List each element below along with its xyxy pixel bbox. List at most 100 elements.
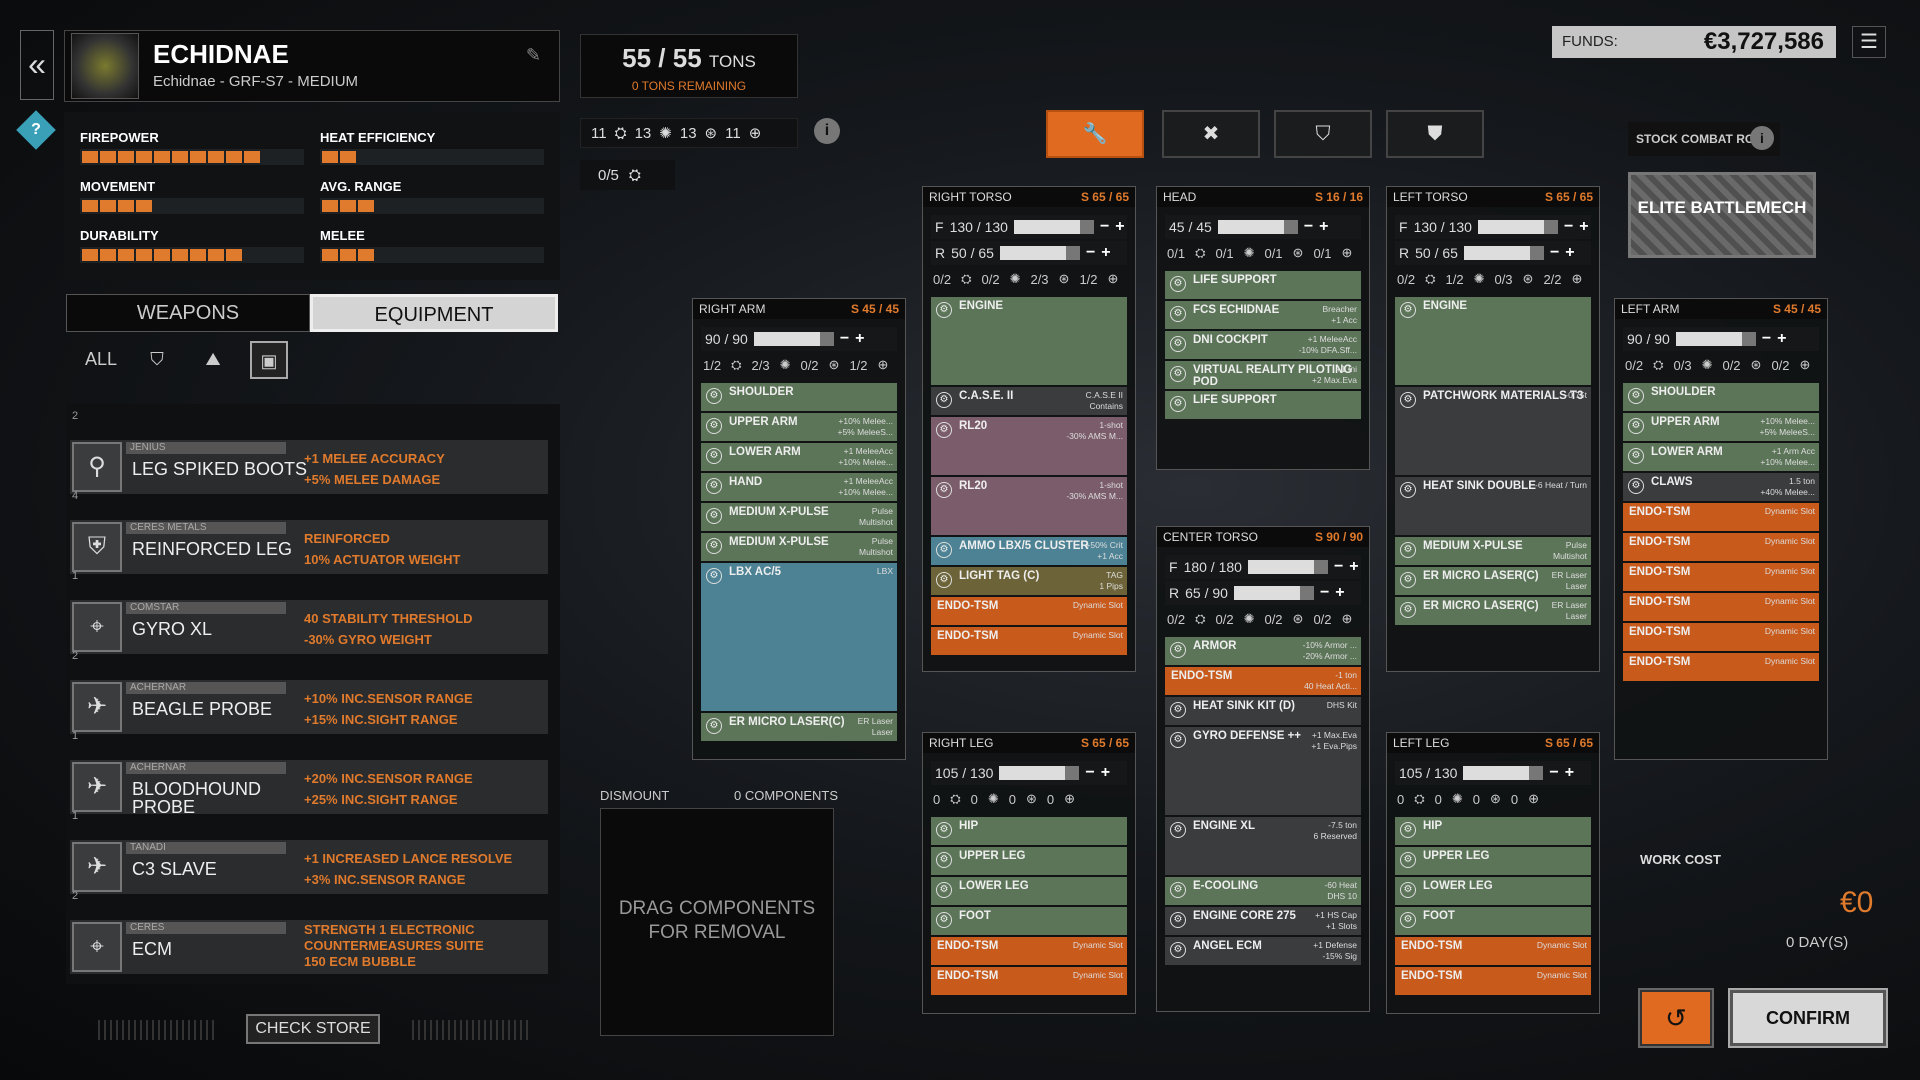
minus-button[interactable]: −: [1563, 218, 1574, 235]
component-slot[interactable]: ⚙HIP: [1395, 817, 1591, 845]
filter-mod-icon[interactable]: ⛰: [205, 349, 221, 369]
minus-button[interactable]: −: [1085, 764, 1095, 781]
tab-equipment[interactable]: EQUIPMENT: [310, 294, 558, 332]
component-slot[interactable]: ⚙ENGINE XL-7.5 ton 6 Reserved: [1165, 817, 1361, 875]
component-slot[interactable]: ⚙PATCHWORK MATERIALS T3-0.75t: [1395, 387, 1591, 475]
confirm-button[interactable]: CONFIRM: [1728, 988, 1888, 1048]
role-info-icon[interactable]: i: [1750, 126, 1774, 150]
plus-button[interactable]: +: [1115, 218, 1125, 235]
component-slot[interactable]: ⚙UPPER ARM+10% Melee... +5% MeleeS...: [701, 413, 897, 441]
plus-button[interactable]: +: [1100, 764, 1111, 781]
plus-button[interactable]: +: [1349, 558, 1359, 575]
component-slot[interactable]: ⚙LIFE SUPPORT: [1165, 271, 1361, 299]
tool-armor-x-button[interactable]: ⛉: [1274, 110, 1372, 158]
component-slot[interactable]: ENDO-TSM-1 ton 40 Heat Acti...: [1165, 667, 1361, 695]
component-slot[interactable]: ⚙FOOT: [931, 907, 1127, 935]
component-slot[interactable]: ⚙DNI COCKPIT+1 MeleeAcc -10% DFA.Sff...: [1165, 331, 1361, 359]
tool-strip-button[interactable]: ✖: [1162, 110, 1260, 158]
component-slot[interactable]: ⚙AMMO LBX/5 CLUSTER+50% Crit +1 Acc: [931, 537, 1127, 565]
component-slot[interactable]: ⚙ENGINE: [931, 297, 1127, 385]
component-slot[interactable]: ⚙ENGINE: [1395, 297, 1591, 385]
component-slot[interactable]: ⚙UPPER LEG: [931, 847, 1127, 875]
minus-button[interactable]: −: [1099, 218, 1110, 235]
minus-button[interactable]: −: [839, 330, 850, 347]
back-button[interactable]: «: [20, 30, 54, 100]
component-slot[interactable]: ⚙SHOULDER: [701, 383, 897, 411]
component-slot[interactable]: ⚙HEAT SINK DOUBLE-6 Heat / Turn: [1395, 477, 1591, 535]
info-icon[interactable]: i: [814, 118, 840, 144]
component-slot[interactable]: ⚙LOWER ARM+1 MeleeAcc +10% Melee...: [701, 443, 897, 471]
component-slot[interactable]: ⚙LOWER ARM+1 Arm Acc +10% Melee...: [1623, 443, 1819, 471]
component-slot[interactable]: ⚙GYRO DEFENSE +++1 Max.Eva +1 Eva.Pips: [1165, 727, 1361, 815]
component-slot[interactable]: ⚙ER MICRO LASER(C)ER Laser Laser: [1395, 597, 1591, 625]
plus-button[interactable]: +: [1564, 764, 1575, 781]
component-slot[interactable]: ⚙E-COOLING-60 Heat DHS 10: [1165, 877, 1361, 905]
plus-button[interactable]: +: [1335, 584, 1345, 601]
component-slot[interactable]: ⚙VIRTUAL REALITY PILOTING POD+1 Ini +2 M…: [1165, 361, 1361, 389]
component-slot[interactable]: ⚙UPPER ARM+10% Melee... +5% MeleeS...: [1623, 413, 1819, 441]
component-slot[interactable]: ⚙HAND+1 MeleeAcc +10% Melee...: [701, 473, 897, 501]
minus-button[interactable]: −: [1549, 764, 1559, 781]
plus-button[interactable]: +: [855, 330, 865, 347]
component-slot[interactable]: ⚙FOOT: [1395, 907, 1591, 935]
component-slot[interactable]: ⚙UPPER LEG: [1395, 847, 1591, 875]
component-slot[interactable]: ⚙ANGEL ECM+1 Defense -15% Sig: [1165, 937, 1361, 965]
component-slot[interactable]: ⚙ENGINE CORE 275+1 HS Cap +1 Slots: [1165, 907, 1361, 935]
component-slot[interactable]: ⚙ARMOR-10% Armor ... -20% Armor ...: [1165, 637, 1361, 665]
component-slot[interactable]: ⚙LIFE SUPPORT: [1165, 391, 1361, 419]
dismount-dropzone[interactable]: DRAG COMPONENTS FOR REMOVAL: [600, 808, 834, 1036]
edit-icon[interactable]: ✎: [525, 45, 541, 65]
component-slot[interactable]: ⚙SHOULDER: [1623, 383, 1819, 411]
tab-weapons[interactable]: WEAPONS: [66, 294, 310, 332]
filter-all[interactable]: ALL: [84, 349, 118, 369]
undo-button[interactable]: ↺: [1638, 988, 1714, 1048]
help-icon[interactable]: ?: [16, 110, 56, 150]
menu-icon[interactable]: ☰: [1852, 26, 1886, 58]
component-slot[interactable]: ⚙LOWER LEG: [1395, 877, 1591, 905]
filter-equipment-icon[interactable]: ▣: [250, 341, 288, 379]
plus-button[interactable]: +: [1565, 244, 1575, 261]
component-slot[interactable]: ⚙ER MICRO LASER(C)ER Laser Laser: [1395, 567, 1591, 595]
plus-button[interactable]: +: [1579, 218, 1589, 235]
tool-armor-button[interactable]: ⛊: [1386, 110, 1484, 158]
minus-button[interactable]: −: [1303, 218, 1314, 235]
check-store-button[interactable]: CHECK STORE: [246, 1014, 380, 1044]
component-slot[interactable]: ⚙HEAT SINK KIT (D)DHS Kit: [1165, 697, 1361, 725]
component-slot[interactable]: ⚙LIGHT TAG (C)TAG 1 Pips: [931, 567, 1127, 595]
minus-button[interactable]: −: [1085, 244, 1096, 261]
component-slot[interactable]: ⚙HIP: [931, 817, 1127, 845]
minus-button[interactable]: −: [1761, 330, 1772, 347]
filter-upgrade-icon[interactable]: ⛉: [150, 349, 164, 369]
tool-wrench-button[interactable]: 🔧: [1046, 110, 1144, 158]
plus-button[interactable]: +: [1777, 330, 1787, 347]
minus-button[interactable]: −: [1549, 244, 1560, 261]
minus-button[interactable]: −: [1333, 558, 1344, 575]
